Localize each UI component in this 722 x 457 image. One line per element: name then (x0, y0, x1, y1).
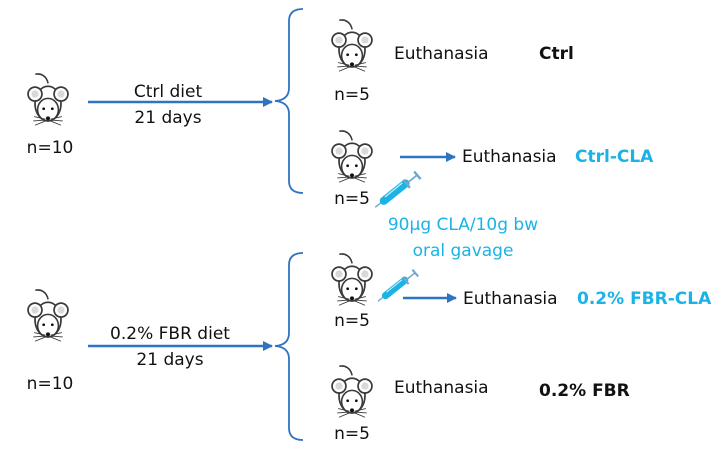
top-duration-label: 21 days (134, 108, 202, 128)
top-diet-label: Ctrl diet (133, 82, 203, 102)
mouse-icon (27, 73, 69, 127)
branch-brace-top (274, 8, 304, 194)
mouse-icon (331, 365, 373, 419)
ctrl-cla-branch-count: n=5 (334, 189, 370, 209)
bottom-start-count: n=10 (26, 374, 74, 394)
treatment-route-label: oral gavage (412, 241, 514, 261)
ctrl-cla-group-label: Ctrl-CLA (575, 147, 654, 167)
branch-brace-bottom (274, 252, 304, 441)
mouse-icon (331, 19, 373, 73)
syringe-icon (378, 270, 418, 302)
bottom-diet-label: 0.2% FBR diet (110, 324, 230, 344)
mouse-icon (331, 130, 373, 184)
mouse-icon (27, 289, 69, 343)
fbr-cla-branch-count: n=5 (334, 311, 370, 331)
fbr-group-label: 0.2% FBR (539, 381, 630, 401)
top-start-count: n=10 (26, 138, 74, 158)
fbr-euthanasia-label: Euthanasia (394, 378, 489, 398)
syringe-icon (375, 172, 421, 208)
ctrl-euthanasia-label: Euthanasia (394, 44, 489, 64)
ctrl-branch-count: n=5 (334, 85, 370, 105)
fbr-cla-euthanasia-label: Euthanasia (463, 289, 558, 309)
treatment-dose-label: 90µg CLA/10g bw (387, 215, 539, 235)
bottom-duration-label: 21 days (136, 350, 204, 370)
ctrl-group-label: Ctrl (539, 44, 574, 64)
ctrl-cla-euthanasia-label: Euthanasia (462, 147, 557, 167)
fbr-cla-group-label: 0.2% FBR-CLA (577, 289, 712, 309)
mouse-icon (331, 253, 373, 307)
fbr-branch-count: n=5 (334, 424, 370, 444)
